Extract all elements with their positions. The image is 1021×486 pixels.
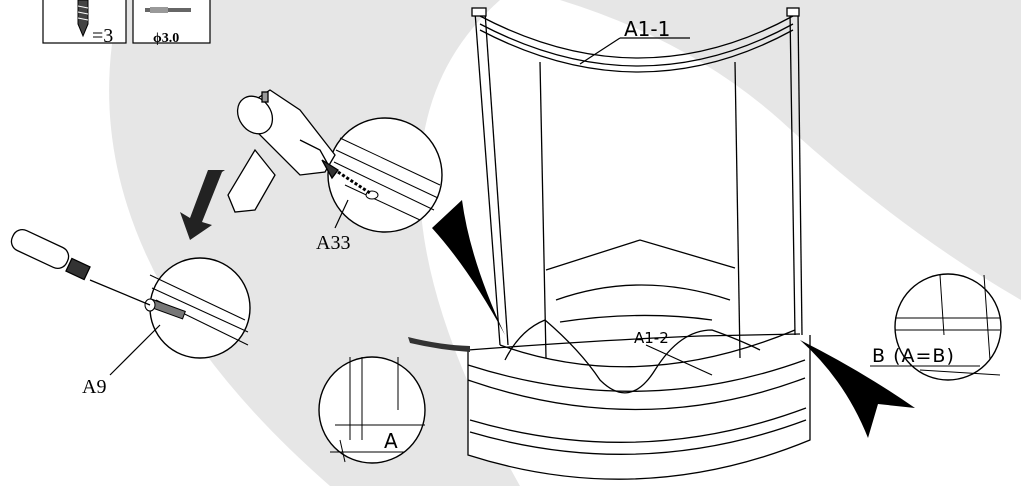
drill-detail: A33 bbox=[316, 117, 443, 254]
label-gap-a: A bbox=[384, 429, 398, 453]
drill-bit-box: ϕ3.0 bbox=[132, 0, 211, 46]
arrow-icon bbox=[800, 340, 915, 438]
background-band bbox=[109, 0, 1021, 486]
arrow-icon bbox=[432, 200, 505, 335]
label-driver-screw: A9 bbox=[82, 376, 106, 398]
drill-bit-icon bbox=[145, 7, 191, 13]
screwdriver-icon bbox=[10, 228, 151, 306]
base-wedge bbox=[408, 337, 470, 352]
drill-size-label: ϕ3.0 bbox=[153, 31, 179, 46]
shower-tray bbox=[467, 335, 811, 480]
label-bottom-rail: A1-2 bbox=[634, 329, 669, 347]
shower-enclosure bbox=[467, 7, 811, 480]
electric-drill-icon bbox=[227, 89, 339, 213]
screw-count-box: =3 bbox=[42, 0, 127, 47]
screwdriver-detail: A9 bbox=[82, 257, 251, 398]
screw-icon bbox=[77, 0, 89, 38]
screw-count-label: =3 bbox=[92, 25, 113, 47]
label-top-rail: A1-1 bbox=[624, 17, 670, 41]
label-drill-screw: A33 bbox=[316, 232, 350, 254]
gap-detail-a: A bbox=[318, 356, 426, 464]
gap-detail-b bbox=[870, 273, 1002, 381]
arrow-icon bbox=[180, 170, 225, 240]
label-gap-b: B (A=B) bbox=[872, 345, 955, 367]
